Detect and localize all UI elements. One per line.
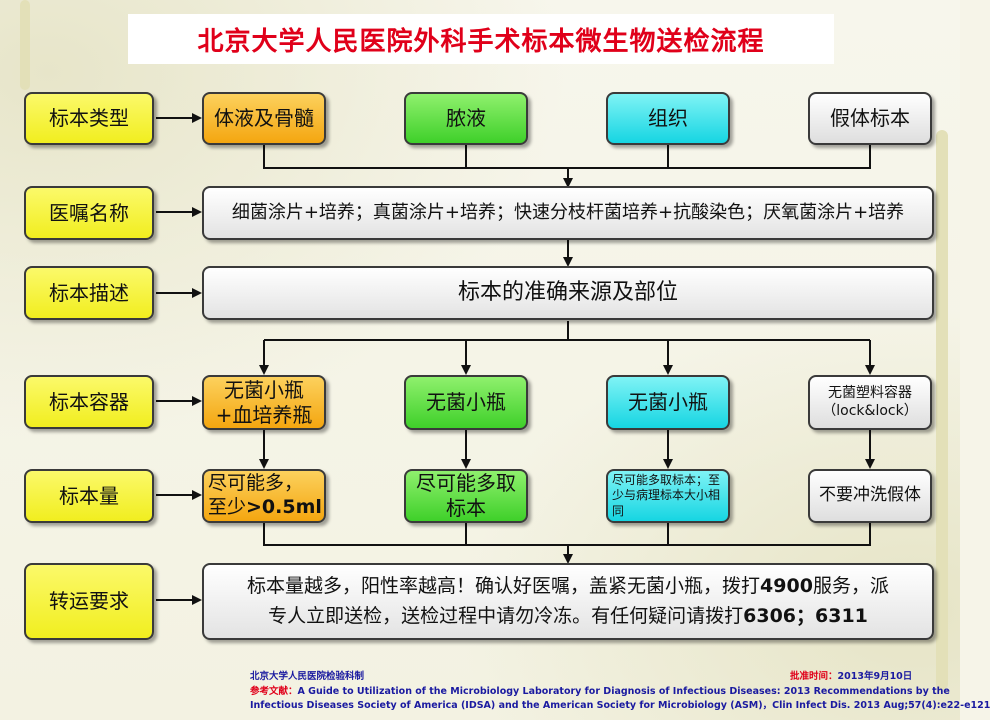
page-title: 北京大学人民医院外科手术标本微生物送检流程: [128, 14, 834, 64]
container-body-fluid: 无菌小瓶+血培养瓶: [202, 375, 326, 430]
ref-text-1: A Guide to Utilization of the Microbiolo…: [297, 686, 950, 697]
type-pus: 脓液: [404, 92, 528, 145]
type-body-fluid: 体液及骨髓: [202, 92, 326, 145]
bamboo-decoration-right: [936, 130, 948, 690]
transport-phone-service: 4900: [760, 575, 813, 598]
footer-ref-line1: 参考文献：A Guide to Utilization of the Micro…: [250, 683, 950, 697]
type-tissue: 组织: [606, 92, 730, 145]
footer-ref-line2: Infectious Diseases Society of America (…: [250, 700, 990, 711]
footer-approval: 批准时间：2013年9月10日: [790, 668, 912, 682]
transport-text-1c: 服务，派: [812, 575, 889, 598]
bamboo-decoration-left: [20, 0, 30, 90]
volume-body-fluid: 尽可能多， 至少>0.5ml: [202, 469, 326, 523]
merge-types: [263, 145, 871, 169]
transport-line2: 专人立即送检，送检过程中请勿冷冻。有任何疑问请拨打6306；6311: [268, 602, 868, 631]
desc-box: 标本的准确来源及部位: [202, 266, 934, 320]
transport-phone-help: 6306；6311: [743, 604, 868, 627]
label-specimen-desc: 标本描述: [24, 266, 154, 320]
container-prosthesis: 无菌塑料容器 （lock&lock）: [808, 375, 932, 430]
container-prosthesis-line2: （lock&lock）: [822, 402, 918, 419]
footer-dept: 北京大学人民医院检验科制: [250, 671, 365, 682]
container-prosthesis-line1: 无菌塑料容器: [828, 385, 912, 401]
volume-prefix: 至少: [208, 496, 247, 518]
label-transport: 转运要求: [24, 563, 154, 640]
type-prosthesis: 假体标本: [808, 92, 932, 145]
label-order-name: 医嘱名称: [24, 186, 154, 240]
label-specimen-type: 标本类型: [24, 92, 154, 145]
volume-prosthesis: 不要冲洗假体: [808, 469, 932, 523]
order-box: 细菌涂片+培养；真菌涂片+培养；快速分枝杆菌培养+抗酸染色；厌氧菌涂片+培养: [202, 186, 934, 240]
container-pus: 无菌小瓶: [404, 375, 528, 430]
volume-tissue: 尽可能多取标本；至少与病理标本大小相同: [606, 469, 730, 523]
transport-text-1a: 标本量越多，阳性率越高！确认好医嘱，盖紧无菌小瓶，拨打: [247, 575, 761, 598]
transport-box: 标本量越多，阳性率越高！确认好医嘱，盖紧无菌小瓶，拨打4900服务，派 专人立即…: [202, 563, 934, 640]
flow-connectors: [156, 113, 875, 605]
label-volume: 标本量: [24, 469, 154, 523]
merge-volumes: [263, 523, 871, 546]
volume-body-fluid-line1: 尽可能多，: [208, 472, 304, 495]
container-tissue: 无菌小瓶: [606, 375, 730, 430]
ref-label: 参考文献：: [250, 686, 298, 697]
approval-label: 批准时间：: [790, 671, 838, 682]
label-container: 标本容器: [24, 375, 154, 429]
transport-line1: 标本量越多，阳性率越高！确认好医嘱，盖紧无菌小瓶，拨打4900服务，派: [247, 572, 889, 601]
volume-min: >0.5ml: [246, 496, 322, 518]
transport-text-2a: 专人立即送检，送检过程中请勿冷冻。有任何疑问请拨打: [268, 604, 744, 627]
volume-body-fluid-line2: 至少>0.5ml: [208, 496, 322, 520]
volume-pus: 尽可能多取标本: [404, 469, 528, 523]
approval-date: 2013年9月10日: [837, 671, 913, 682]
